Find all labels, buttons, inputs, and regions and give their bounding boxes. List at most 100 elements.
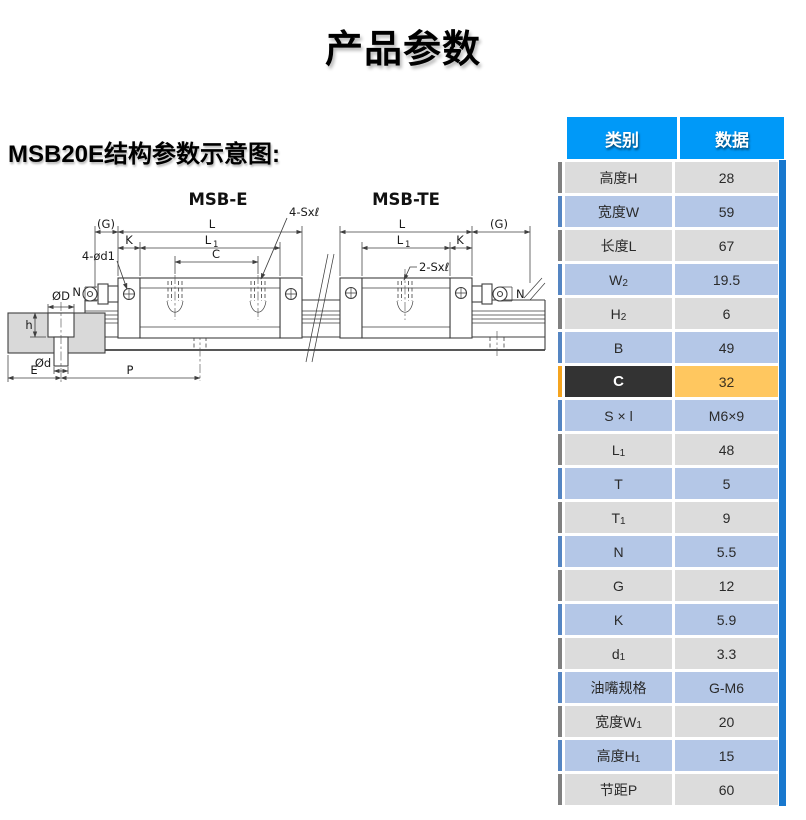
table-row: 高度H 28 [558,162,790,193]
category-subscript: 2 [622,278,628,289]
right-mount-hole-dashed [397,281,413,301]
right-view-title: MSB-TE [372,190,440,209]
leader-sxl-left [260,217,288,280]
value-cell: 5.5 [675,536,778,567]
right-carriage-body [361,277,451,339]
page-title: 产品参数 [324,29,481,71]
table-right-accent-bar [779,160,786,806]
category-label: C [613,373,624,390]
row-edge-strip [558,400,562,431]
row-edge-strip [558,672,562,703]
row-edge-strip [558,366,562,397]
rail-hole-dashed [193,337,505,349]
row-edge-strip [558,332,562,363]
category-label: H [610,305,621,322]
category-cell: S × l [565,400,672,431]
row-edge-strip [558,468,562,499]
left-screw2-cross [285,288,297,300]
value-cell: 3.3 [675,638,778,669]
category-label: B [613,339,624,356]
value-cell: 12 [675,570,778,601]
value-cell: M6×9 [675,400,778,431]
table-row: T 5 [558,468,790,499]
right-screw2-cross [455,287,467,299]
category-subscript: 2 [620,312,627,323]
category-label: 宽度W [597,203,640,220]
category-cell: 宽度W [565,196,672,227]
label-k-left: K [125,233,133,247]
category-label: 高度H [596,747,635,764]
category-label: 高度H [599,169,638,186]
label-g-left: (G) [97,217,115,231]
linear-guide-drawing: MSB-E MSB-TE 4-Sxℓ (G) L K L 1 C 4-ød1 N… [7,190,546,383]
n-bracket-left [84,286,97,302]
value-cell: 60 [675,774,778,805]
header-category: 类别 [567,117,677,159]
label-n-left: N [72,285,81,299]
right-carriage-bands [362,287,450,328]
label-d: Ød [35,356,51,370]
leader-d1 [116,260,128,290]
table-header-row: 类别 数据 [567,117,790,159]
category-label: d [611,645,620,662]
rail-break-lines [305,253,335,363]
left-nipple-body [97,283,109,305]
right-screw-cross [345,287,357,299]
category-label: L [611,441,620,458]
category-label: W [609,271,623,288]
row-edge-strip [558,162,562,193]
left-carriage-bands [140,287,280,328]
row-edge-strip [558,196,562,227]
left-screw-cross [123,288,135,300]
structure-diagram: MSB-E MSB-TE 4-Sxℓ (G) L K L 1 C 4-ød1 N… [0,190,555,405]
table-row-highlighted: C 32 [558,366,790,397]
value-cell: 6 [675,298,778,329]
right-extension-lines [339,226,531,283]
label-c: C [212,247,220,261]
row-edge-strip [558,740,562,771]
table-row: N 5.5 [558,536,790,567]
value-cell: 5.9 [675,604,778,635]
value-cell: 32 [675,366,778,397]
row-edge-strip [558,434,562,465]
value-cell: 9 [675,502,778,533]
label-l1-sub-left: 1 [213,240,218,250]
category-cell: 油嘴规格 [565,672,672,703]
category-cell: 节距P [565,774,672,805]
category-subscript: 1 [619,652,626,663]
category-label: 长度L [600,237,637,254]
value-cell: G-M6 [675,672,778,703]
right-nipple-hole [496,290,504,298]
right-nipple-tip [492,286,508,302]
label-l-right: L [399,217,406,231]
left-nipple-hole [86,290,94,298]
label-g-right: (G) [490,217,508,231]
left-view-title: MSB-E [189,190,248,209]
table-row: B 49 [558,332,790,363]
left-carriage-body [139,277,281,339]
label-e: E [30,363,37,377]
category-label: 节距P [599,781,638,798]
right-nipple-adapter [471,285,483,303]
value-cell: 19.5 [675,264,778,295]
category-label: K [613,611,624,628]
value-cell: 5 [675,468,778,499]
rail-hole-centerlines [199,331,498,381]
category-label: 宽度W [595,713,637,730]
label-l1-right: L [397,233,404,247]
value-cell: 20 [675,706,778,737]
label-l-left: L [209,217,216,231]
label-sxl-left: 4-Sxℓ [289,205,320,219]
category-label: S × l [604,407,633,424]
counterbore-cutout [47,312,75,338]
header-value: 数据 [680,117,784,159]
row-edge-strip [558,230,562,261]
table-row: 节距P 60 [558,774,790,805]
